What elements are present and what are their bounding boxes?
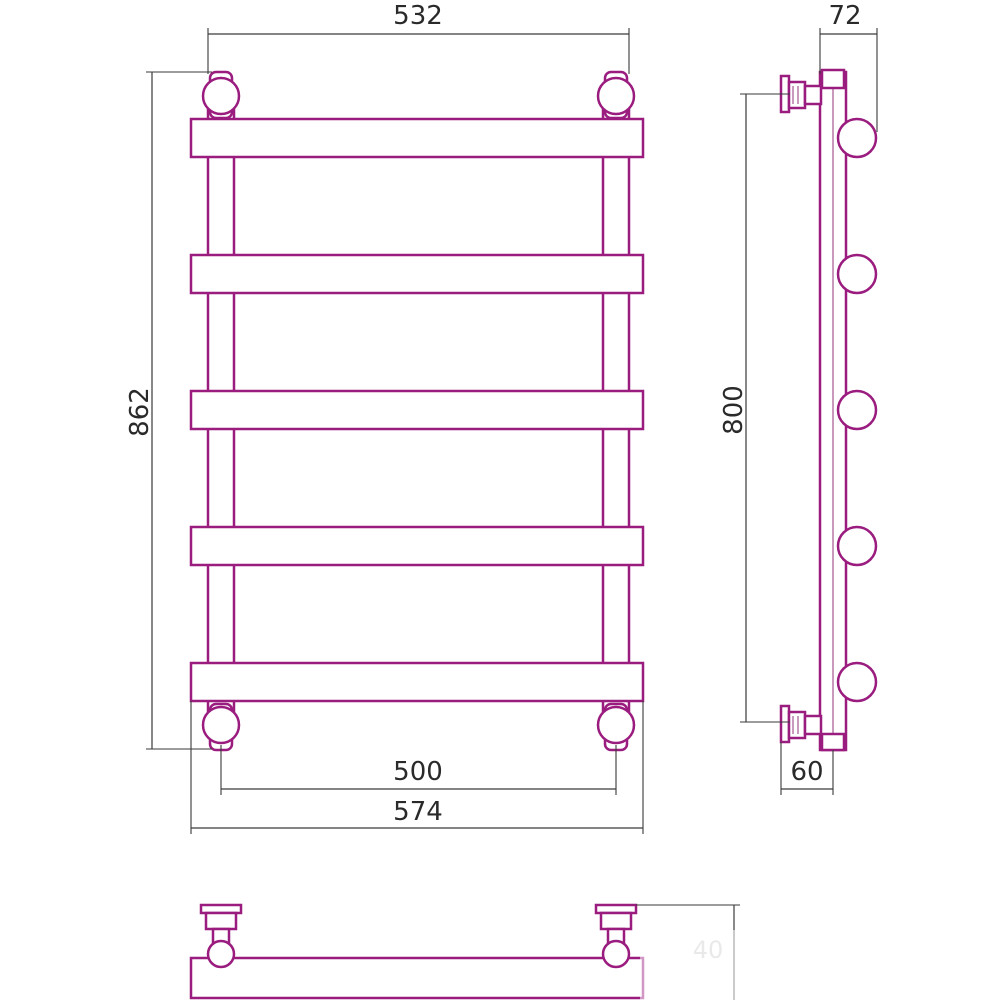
crossbar-1 [189, 117, 645, 159]
dim-mount-offset-label: 60 [790, 757, 823, 787]
crossbar-2 [189, 253, 645, 295]
bottom-left-joint [206, 939, 236, 969]
top-mount-nut [787, 80, 807, 110]
side-crossbar-profiles [836, 117, 878, 703]
side-crossbar-3 [836, 389, 878, 431]
top-right-connector-circle [596, 76, 636, 116]
dim-height-front-label: 862 [125, 387, 155, 437]
crossbar-5 [189, 661, 645, 703]
crossbar-4 [189, 525, 645, 567]
dim-side-depth-label: 72 [828, 1, 861, 31]
bottom-left-mount [199, 903, 243, 969]
dim-side-height-label: 800 [719, 385, 749, 435]
bottom-right-nut [599, 911, 633, 931]
bottom-right-connector-circle [596, 705, 636, 745]
front-top-connectors [201, 70, 636, 120]
bottom-right-mount [594, 903, 638, 969]
side-crossbar-5 [836, 661, 878, 703]
side-top-cap [820, 68, 846, 90]
dimension-height-front: 862 [125, 71, 212, 750]
front-bottom-connectors [201, 702, 636, 752]
dimension-top-width: 532 [207, 1, 630, 74]
bottom-right-joint [601, 939, 631, 969]
bottom-mount-nut [787, 710, 807, 740]
side-bottom-cap [820, 732, 846, 752]
bottom-mount-stem [803, 714, 823, 736]
bottom-left-nut [204, 911, 238, 931]
watermark-fade [640, 930, 840, 1000]
side-bottom-wall-mount [779, 704, 823, 744]
crossbar-3 [189, 389, 645, 431]
bottom-view: 40 [189, 903, 840, 1000]
dim-overall-width-label: 574 [393, 797, 443, 827]
dimension-overall-width: 574 [190, 701, 644, 834]
top-mount-stem [803, 84, 823, 106]
dim-top-width-label: 532 [393, 1, 443, 31]
bottom-base-bar [189, 956, 645, 1000]
bottom-left-connector-circle [201, 705, 241, 745]
front-view: 532 862 500 574 [125, 1, 645, 834]
dimension-side-depth: 72 [819, 1, 878, 132]
dim-center-distance-label: 500 [393, 757, 443, 787]
dimension-center-distance: 500 [220, 745, 617, 795]
side-view: 72 800 60 [719, 1, 878, 795]
side-crossbar-1 [836, 117, 878, 159]
top-left-connector-circle [201, 76, 241, 116]
dimension-mount-offset: 60 [780, 742, 834, 795]
side-crossbar-2 [836, 253, 878, 295]
side-crossbar-4 [836, 525, 878, 567]
dimension-side-height: 800 [719, 93, 790, 723]
front-crossbars [189, 117, 645, 703]
